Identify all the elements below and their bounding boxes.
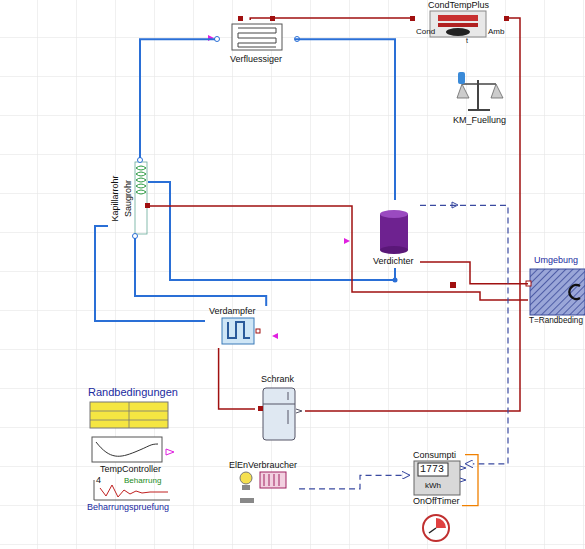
component-box: Randbedingungen (86, 386, 180, 430)
heat-exchanger-icon (133, 158, 151, 239)
condenser-icon (208, 16, 300, 50)
component-name: Verdampfer (209, 307, 256, 316)
component-box: UmgebungT=Randbeding (528, 255, 585, 327)
component-box: Verdichter (370, 200, 420, 268)
component-box: Verfluessiger (215, 20, 295, 68)
component-name: OnOffTimer (413, 497, 460, 506)
component-box: KM_Fuellung (450, 68, 510, 128)
component-name: Randbedingungen (88, 387, 178, 398)
component-name: Beharrungspruefung (87, 503, 169, 512)
cond-temp-icon (410, 11, 509, 37)
heat-connector (250, 18, 412, 20)
component-name: ElEnVerbraucher (229, 461, 297, 470)
component-name: Schrank (261, 375, 294, 384)
component-box: CondTempPlus (412, 0, 507, 45)
evaporator-icon (222, 318, 278, 344)
heat-connector (420, 262, 528, 284)
display-value: 1773 (420, 465, 444, 475)
boundary-table-icon (90, 402, 168, 428)
component-box: OnOffTimer (410, 496, 462, 544)
component-name: Verfluessiger (230, 55, 282, 64)
fluid-connector (295, 39, 395, 200)
energy-meter-icon (414, 461, 466, 495)
fluid-connector (95, 226, 205, 321)
component-name: TempController (100, 465, 161, 474)
component-box: ElEnVerbraucher (228, 460, 299, 508)
fluid-connector (135, 238, 266, 306)
charge-scale-icon (457, 72, 503, 110)
component-name: Consumpti (413, 451, 456, 460)
component-name: T=Randbeding (529, 317, 583, 325)
timer-icon (423, 515, 449, 541)
temp-controller-icon (92, 437, 174, 462)
component-name: CondTempPlus (428, 1, 489, 10)
component-box: Schrank (255, 374, 305, 444)
vertical-name: Saugrohr (125, 179, 134, 216)
port-label: kWh (425, 482, 441, 490)
component-name: Umgebung (534, 256, 578, 265)
fluid-connector (148, 182, 395, 280)
heat-connector (148, 206, 528, 300)
cabinet-icon (258, 388, 302, 440)
component-box: TempController (88, 434, 168, 476)
port-label: 4 (96, 476, 101, 485)
vertical-name: Kapillarrohr (111, 175, 120, 221)
fluid-connector (140, 39, 215, 158)
port-label: Cond (416, 28, 435, 36)
component-box: Kapillarrohr Saugrohr (108, 158, 148, 238)
port-label: t (466, 37, 468, 44)
heat-connector (305, 18, 520, 411)
component-box: Verdampfer (205, 306, 273, 348)
component-name: KM_Fuellung (453, 116, 506, 125)
consumer-icon (240, 472, 286, 503)
port-label: Beharrung (124, 477, 161, 485)
signal-connector (420, 205, 508, 463)
signal-connector (299, 475, 410, 489)
compressor-icon (344, 202, 458, 288)
port-label: Amb (488, 28, 504, 36)
heat-connector (219, 348, 255, 409)
fluid-connector (462, 455, 478, 506)
ambient-icon (526, 269, 585, 315)
component-name: Verdichter (373, 257, 414, 266)
